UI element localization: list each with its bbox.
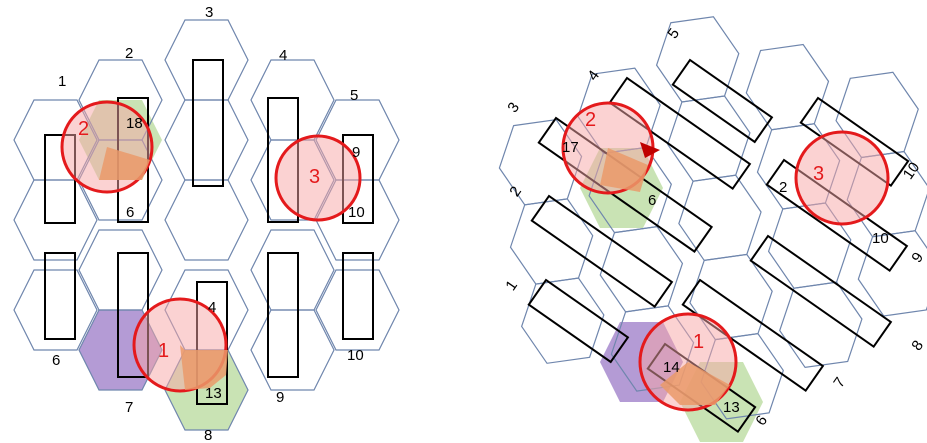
right-segments (527, 58, 910, 434)
right-inner-label-2: 2 (779, 179, 787, 196)
right-hex-grid (498, 16, 927, 420)
right-segment-label-6: 6 (752, 412, 771, 429)
right-segment-label-4: 4 (584, 67, 603, 84)
right-overlap-upper (600, 148, 648, 192)
right-circle-label-3: 3 (813, 163, 824, 185)
left-segment-label-8: 8 (204, 427, 212, 443)
left-segment-label-9: 9 (276, 389, 284, 406)
left-diagram: 1 2 3 4 5 6 7 8 9 10 18 6 9 10 4 13 2 3 … (13, 4, 400, 443)
right-segment-label-8: 8 (908, 337, 927, 354)
right-inner-label-14: 14 (663, 359, 680, 376)
left-inner-label-9: 9 (352, 144, 360, 161)
right-segment-label-5: 5 (664, 25, 683, 42)
right-segment-label-7: 7 (830, 374, 849, 391)
right-inner-label-13: 13 (723, 399, 740, 416)
left-segment-label-7: 7 (125, 399, 133, 416)
right-segment-label-2: 2 (506, 183, 525, 200)
left-circle-label-1: 1 (158, 340, 169, 362)
left-segment-label-2: 2 (125, 45, 133, 62)
right-segment-label-3: 3 (504, 99, 523, 116)
right-inner-label-17: 17 (562, 139, 579, 156)
right-segment-label-1: 1 (502, 277, 521, 294)
right-circle-label-1: 1 (693, 331, 704, 353)
left-inner-label-18: 18 (126, 115, 143, 132)
left-segment-label-1: 1 (58, 73, 66, 90)
left-inner-label-10: 10 (348, 204, 365, 221)
left-segment-label-4: 4 (279, 47, 287, 64)
left-overlap-upper (99, 147, 150, 180)
left-inner-label-4: 4 (208, 299, 216, 316)
left-circle-3 (274, 134, 362, 222)
right-circle-label-2: 2 (585, 109, 596, 131)
left-circle-label-3: 3 (309, 166, 320, 188)
left-inner-label-13: 13 (205, 385, 222, 402)
left-overlap-lower (180, 345, 228, 390)
right-segment-label-9: 9 (908, 249, 927, 266)
right-circle-3 (794, 130, 890, 226)
left-segment-label-10: 10 (347, 347, 364, 364)
right-inner-label-10: 10 (872, 230, 889, 247)
left-segment-label-3: 3 (205, 4, 213, 21)
right-overlap-lower (660, 362, 730, 405)
right-diagram: 1 2 3 4 5 6 7 8 9 10 17 6 2 10 14 13 2 3… (498, 16, 927, 442)
left-circle-label-2: 2 (78, 118, 89, 140)
left-segment-label-6: 6 (52, 352, 60, 369)
left-inner-label-6: 6 (126, 204, 134, 221)
right-segment-label-10: 10 (900, 159, 923, 182)
right-pointer-arrow (640, 142, 660, 158)
left-segment-label-5: 5 (350, 87, 358, 104)
right-inner-label-6: 6 (648, 192, 656, 209)
